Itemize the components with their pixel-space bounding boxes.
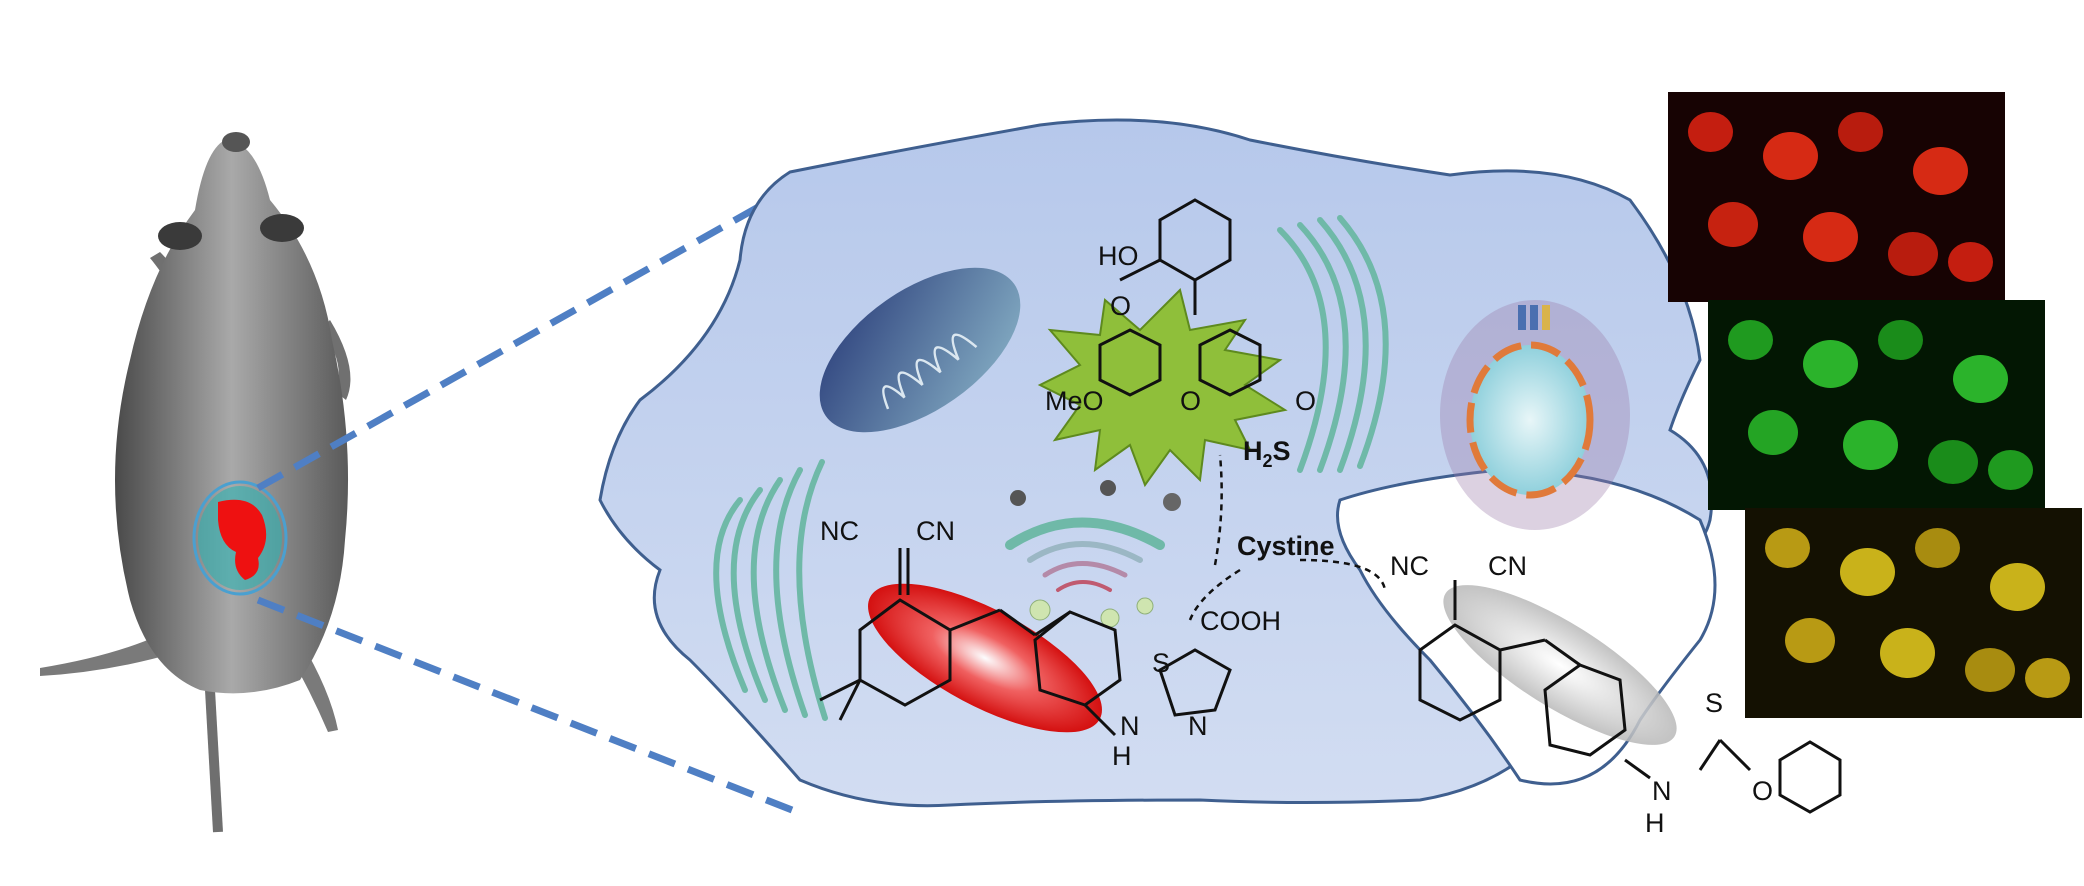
label-nc1: NC xyxy=(820,516,859,546)
substrate-molecule xyxy=(1418,580,1842,814)
label-h2s: H2S xyxy=(1243,436,1291,471)
label-cystine: Cystine xyxy=(1237,531,1335,561)
fluorescence-red-panel xyxy=(1668,92,2005,302)
er-icon-right xyxy=(1277,215,1389,473)
label-cooh: COOH xyxy=(1200,606,1281,636)
fluorescence-green-panel xyxy=(1708,300,2045,510)
label-cn1: CN xyxy=(916,516,955,546)
probe-structure xyxy=(1098,198,1262,397)
mitochondrion-icon xyxy=(819,267,1021,433)
label-s-thio: S xyxy=(1705,688,1723,718)
label-o-ketone: O xyxy=(1295,386,1316,416)
label-o-ring: O xyxy=(1180,386,1201,416)
golgi-icon xyxy=(1005,480,1181,628)
label-n-thiazoline: N xyxy=(1188,711,1208,741)
fluorescence-merged-panel xyxy=(1745,508,2082,718)
label-o-ester: O xyxy=(1752,776,1773,806)
label-nh-n: N xyxy=(1120,711,1140,741)
red-highlight xyxy=(868,583,1102,733)
er-icon xyxy=(713,459,828,721)
label-s-thiazoline: S xyxy=(1152,648,1170,678)
label-nc2: NC xyxy=(1390,551,1429,581)
mouse-image xyxy=(40,132,351,833)
label-nh-h: H xyxy=(1112,741,1132,771)
label-o-carbonyl: O xyxy=(1110,291,1131,321)
label-nh2-n: N xyxy=(1652,776,1672,806)
label-nh2-h: H xyxy=(1645,808,1665,838)
probe-molecule xyxy=(819,548,1232,737)
grey-highlight xyxy=(1443,585,1677,745)
nucleus-icon xyxy=(1440,300,1630,530)
reaction-arrows xyxy=(1188,454,1387,621)
zoom-lines xyxy=(256,156,844,814)
probe-star xyxy=(1037,288,1288,488)
label-meo: MeO xyxy=(1045,386,1104,416)
label-ho: HO xyxy=(1098,241,1139,271)
label-cn2: CN xyxy=(1488,551,1527,581)
